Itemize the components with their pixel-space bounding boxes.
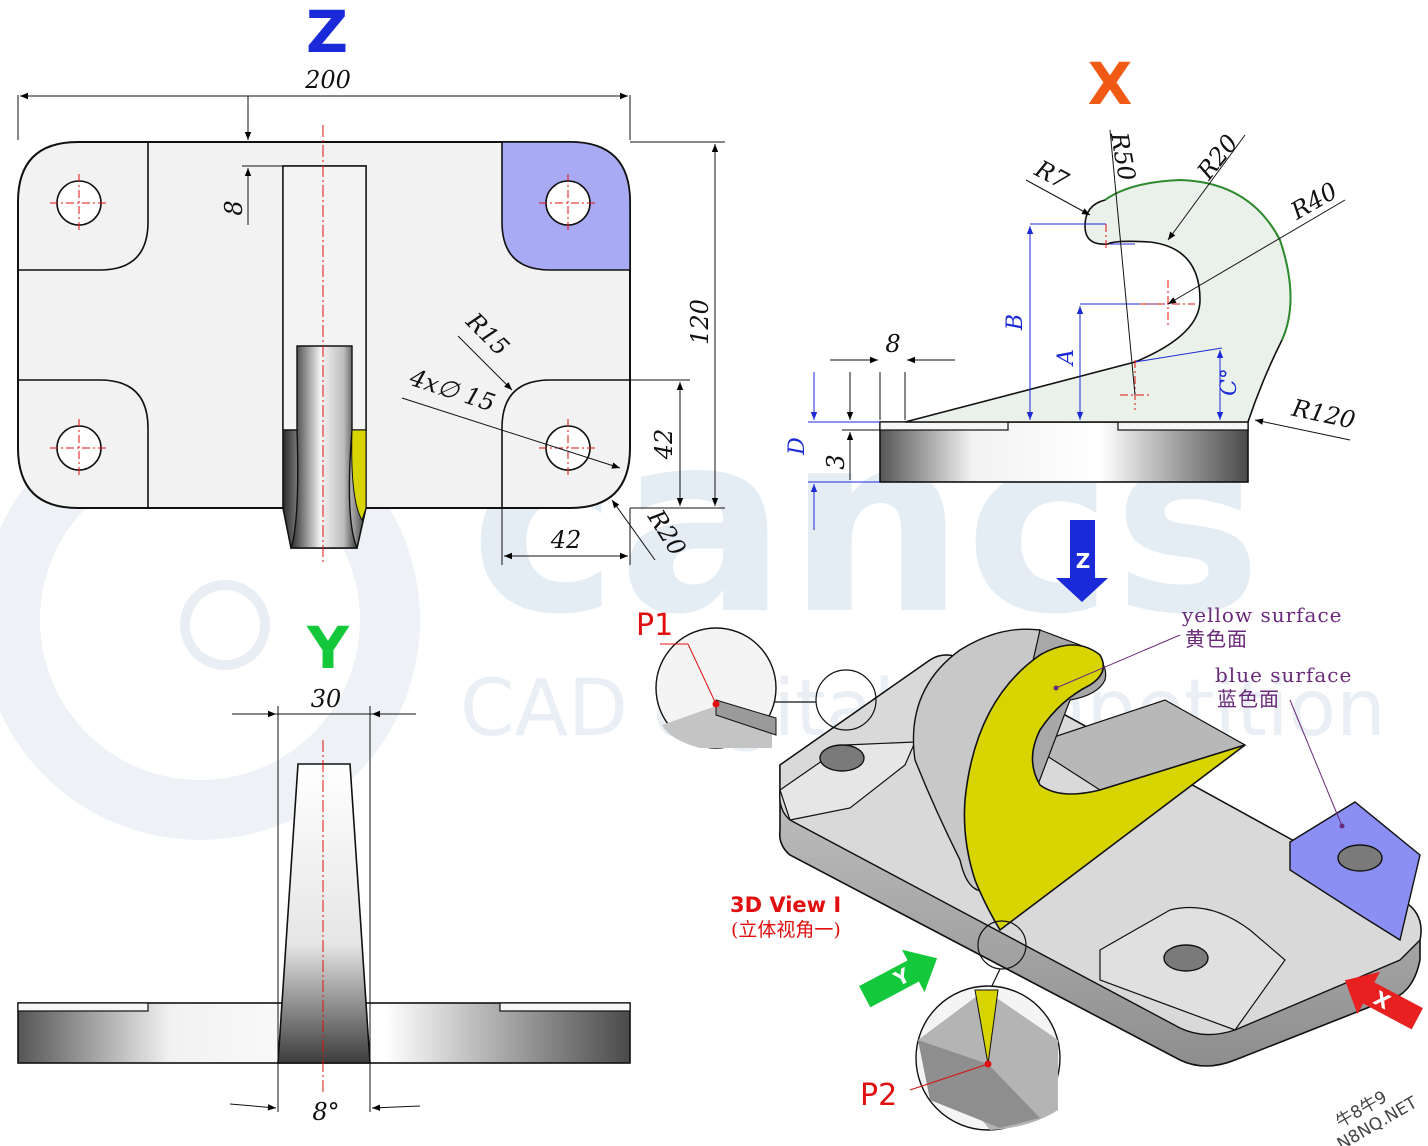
- iso-view: Z P1: [636, 520, 1423, 1146]
- hook-top-view: [290, 345, 359, 549]
- dim-30: 30: [311, 685, 342, 713]
- z-axis-arrow: [1056, 520, 1108, 602]
- detail-p2: P2: [860, 985, 1061, 1131]
- dim-42-h: 42: [550, 526, 582, 554]
- dim-3: 3: [822, 454, 850, 469]
- view-z: Z 200: [17, 0, 725, 565]
- note-blue-en: blue surface: [1215, 663, 1352, 687]
- iso-yellow-surface: [963, 644, 1246, 932]
- view-caption-cn: (立体视角一): [731, 919, 841, 941]
- view-y-label: Y: [306, 614, 350, 682]
- view-x-label: X: [1088, 50, 1133, 118]
- outer-arc-green: [1104, 178, 1292, 341]
- view-z-label: Z: [306, 0, 348, 66]
- dim-r120: R120: [1289, 394, 1358, 435]
- hole-centerlines-z: [50, 174, 597, 477]
- dim-b: B: [1003, 314, 1028, 331]
- dim-d: D: [785, 437, 810, 456]
- p1-label: P1: [636, 608, 673, 643]
- dim-42-v: 42: [650, 429, 678, 461]
- dim-200: 200: [304, 66, 351, 94]
- z-axis-text: Z: [1076, 549, 1091, 573]
- note-yellow-cn: 黄色面: [1185, 627, 1248, 651]
- detail-p1: P1: [636, 608, 777, 749]
- dim-r20-x: R20: [1191, 129, 1244, 185]
- p2-label: P2: [860, 1078, 897, 1113]
- dim-a: A: [1054, 349, 1079, 367]
- pad-bottom-left: [18, 379, 149, 508]
- dim-r50: R50: [1105, 129, 1141, 183]
- dim-r7: R7: [1030, 154, 1074, 195]
- pad-top-left: [18, 142, 149, 271]
- note-blue-cn: 蓝色面: [1217, 687, 1280, 711]
- base-side-view: [879, 421, 1249, 483]
- y-axis-arrow: Y: [859, 949, 938, 1008]
- note-yellow-en: yellow surface: [1181, 603, 1343, 627]
- dim-8-x: 8: [885, 330, 900, 358]
- pad-bottom-right: [501, 379, 630, 508]
- view-y: Y 30 8°: [17, 614, 631, 1126]
- dim-120: 120: [686, 299, 714, 345]
- dim-8-top: 8: [220, 200, 248, 215]
- corner-mark: 牛8牛9 N8NQ.NET: [1333, 1087, 1422, 1146]
- view-caption: 3D View I: [730, 893, 841, 917]
- construction-lines-x: [808, 223, 1224, 530]
- dim-8deg: 8°: [312, 1098, 339, 1126]
- dim-c: C°: [1217, 368, 1242, 396]
